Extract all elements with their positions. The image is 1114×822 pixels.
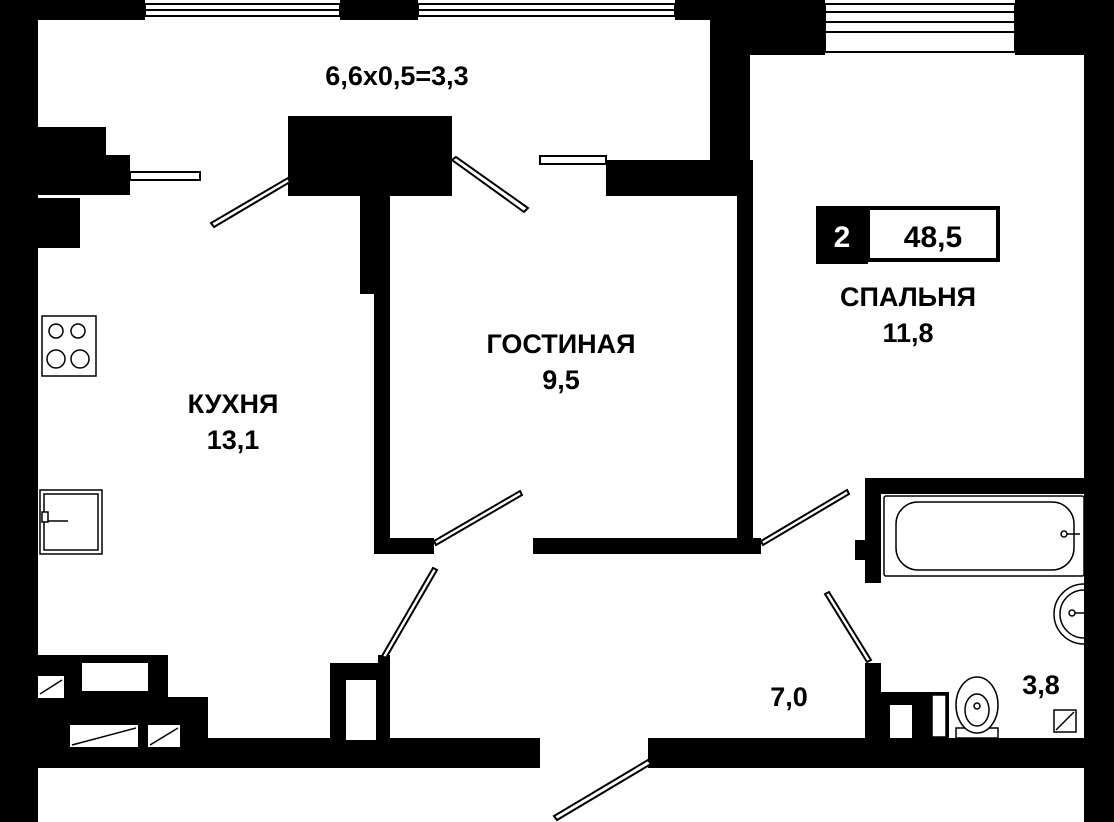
cabinet-hollow-a: [82, 663, 148, 691]
hall-pillar-hollow: [346, 680, 376, 740]
door-entrance: [552, 758, 653, 822]
cabinet-line-b: [71, 727, 137, 746]
floor-drain-icon: [1053, 709, 1077, 733]
doors: [209, 155, 873, 822]
wall-top-left: [0, 0, 145, 20]
wall-living-left: [374, 196, 390, 552]
labels: 6,6x0,5=3,3 КУХНЯ 13,1 ГОСТИНАЯ 9,5 СПАЛ…: [188, 61, 1060, 712]
wall-kitchen-pillar: [38, 198, 80, 248]
wall-bath-stub: [855, 540, 881, 560]
kitchen-area: 13,1: [207, 425, 260, 455]
windows: [129, 3, 1016, 181]
wall-top-mid: [340, 0, 418, 20]
cabinet-line-c: [149, 727, 179, 746]
bath-block-hollow: [890, 705, 912, 738]
wall-bath-left: [865, 478, 881, 583]
living-name: ГОСТИНАЯ: [486, 329, 635, 359]
wall-bedroom-top-left: [750, 20, 825, 55]
bathroom-area: 3,8: [1022, 670, 1060, 700]
wall-living-top-right: [606, 160, 750, 196]
door-living: [432, 489, 524, 547]
badge-rooms-count: 2: [834, 221, 851, 254]
wall-left-outer: [0, 0, 38, 822]
hall-area: 7,0: [770, 682, 808, 712]
door-kitchen-balcony: [209, 176, 292, 229]
cabinet-line-a: [39, 679, 63, 695]
wall-right-outer: [1084, 0, 1114, 822]
toilet-vent-box: [931, 694, 947, 738]
bathtub-icon: [883, 495, 1085, 577]
balcony-area-label: 6,6x0,5=3,3: [325, 61, 468, 91]
toilet-icon: [955, 676, 999, 739]
bathroom-sink-icon: [1053, 583, 1085, 645]
wall-living-right: [737, 160, 753, 554]
badge-area-bg: [866, 206, 1000, 262]
door-bathroom: [823, 590, 873, 664]
stove-icon: [41, 315, 97, 377]
wall-bath-left-lower: [865, 663, 881, 743]
door-bedroom: [759, 488, 851, 547]
kitchen-sink-icon: [39, 489, 103, 555]
wall-bath-top: [865, 478, 1084, 494]
badge-rooms-bg: [816, 206, 868, 264]
wall-kitchen-balcony-a: [38, 127, 106, 195]
living-area: 9,5: [542, 365, 580, 395]
kitchen-name: КУХНЯ: [188, 389, 279, 419]
wall-kitchen-balcony-b: [106, 155, 130, 195]
apartment-badge: 2 48,5: [816, 206, 1000, 264]
window-kitchen-balcony-door: [129, 171, 201, 181]
bedroom-area: 11,8: [882, 318, 933, 348]
wall-living-bottom-left: [374, 538, 434, 554]
wall-hall-pillar-top: [378, 655, 390, 665]
wall-central-pillar: [288, 116, 452, 196]
door-living-balcony: [450, 155, 530, 214]
wall-living-bottom-right: [533, 538, 761, 554]
badge-total-area: 48,5: [904, 221, 962, 254]
bedroom-name: СПАЛЬНЯ: [840, 282, 976, 312]
door-kitchen: [380, 566, 439, 660]
window-living-balcony-door: [539, 155, 607, 165]
wall-bedroom-left: [737, 55, 750, 160]
fixtures: [39, 315, 1085, 746]
